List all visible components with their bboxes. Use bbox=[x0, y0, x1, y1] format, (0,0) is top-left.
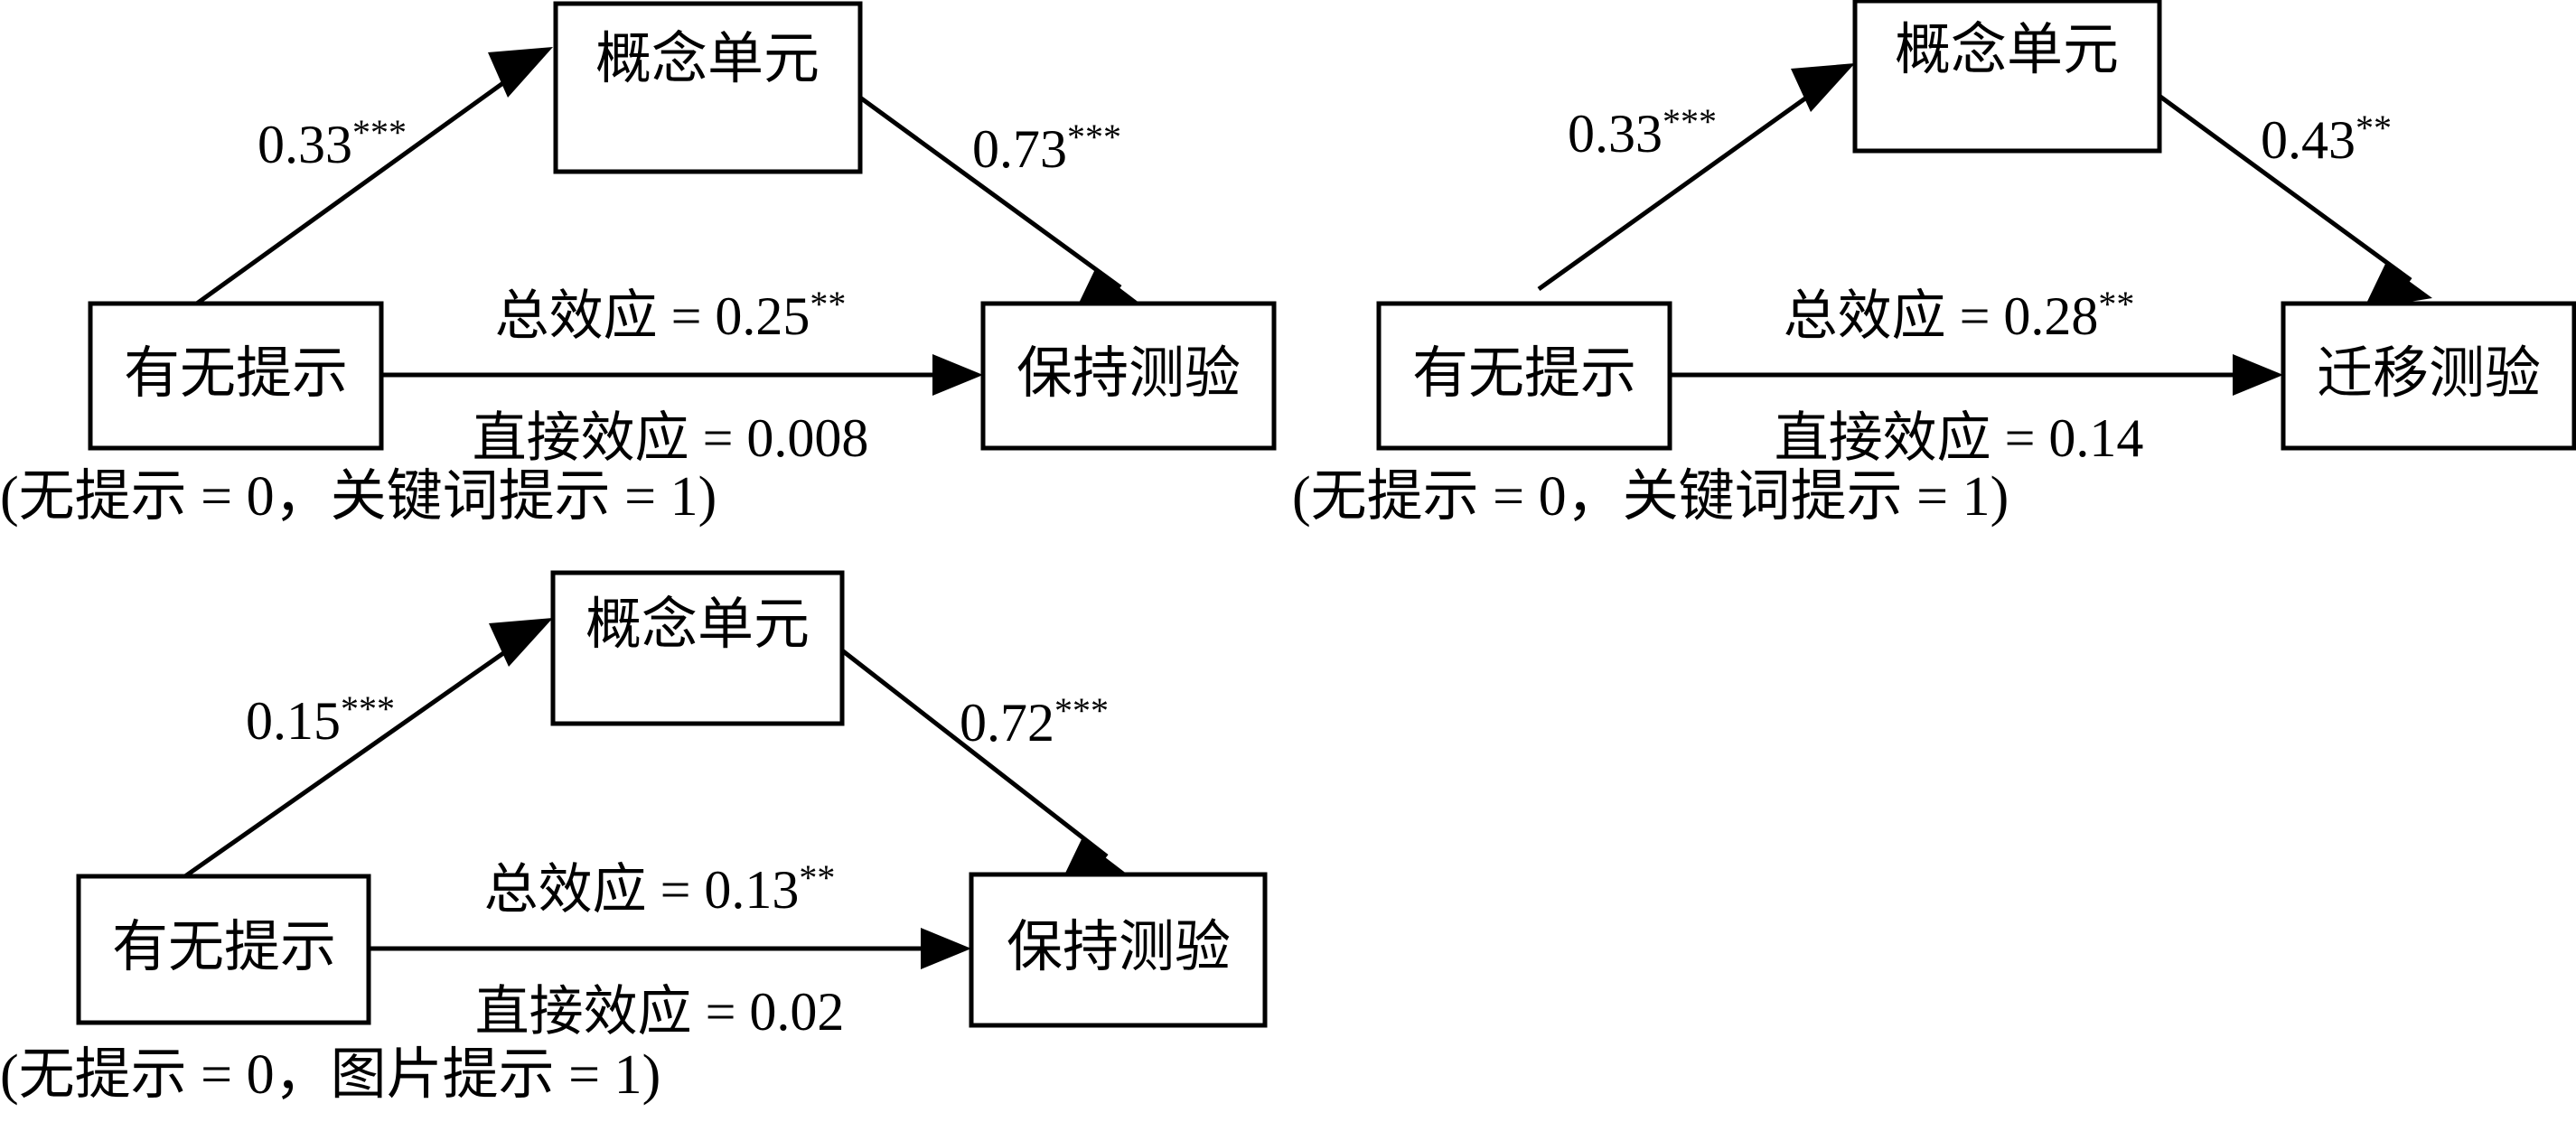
panel-1-a-coefficient: 0.33*** bbox=[258, 112, 407, 174]
panel-1: 有无提示 概念单元 保持测验 0.33*** 0.73*** 总效应 = 0.2… bbox=[0, 1, 1277, 528]
panel-3-a-path-line bbox=[181, 630, 535, 881]
panel-1-a-path-line bbox=[192, 59, 535, 308]
panel-2-direct-path-arrowhead bbox=[2233, 354, 2283, 396]
panel-2-outcome-box bbox=[2281, 301, 2576, 451]
panel-3-a-coefficient: 0.15*** bbox=[246, 688, 395, 751]
panel-3-mediator-box bbox=[550, 570, 845, 726]
panel-3-b-path bbox=[840, 649, 1128, 884]
panel-3-predictor-label: 有无提示 bbox=[112, 917, 336, 978]
panel-1-mediator-node: 概念单元 bbox=[553, 1, 863, 174]
panel-2-total-effect-label: 总效应 = 0.28** bbox=[1784, 284, 2135, 346]
panel-3-b-coefficient: 0.72*** bbox=[960, 690, 1109, 753]
panel-2-direct-path bbox=[1670, 354, 2283, 396]
panel-1-a-path-arrowhead bbox=[488, 47, 553, 98]
panel-3-predictor-node: 有无提示 bbox=[76, 874, 371, 1025]
panel-3-outcome-box bbox=[969, 872, 1268, 1028]
panel-1-caption: (无提示 = 0，关键词提示 = 1) bbox=[0, 466, 717, 528]
panel-3-direct-path-arrowhead bbox=[921, 928, 971, 969]
panel-1-predictor-box bbox=[88, 301, 384, 451]
panel-1-direct-path-arrowhead bbox=[932, 354, 983, 396]
panel-1-direct-path bbox=[381, 354, 983, 396]
panel-1-b-path-line bbox=[858, 95, 1122, 290]
panel-3-outcome-label: 保持测验 bbox=[1007, 917, 1231, 978]
panel-1-predictor-node: 有无提示 bbox=[88, 301, 384, 451]
panel-2-predictor-box bbox=[1376, 301, 1672, 451]
panel-3-direct-effect-label: 直接效应 = 0.02 bbox=[475, 982, 845, 1042]
panel-2-a-path bbox=[1537, 63, 1855, 292]
panel-3-a-path bbox=[181, 618, 553, 881]
panel-1-outcome-box bbox=[980, 301, 1277, 451]
panel-3: 有无提示 概念单元 保持测验 0.15*** 0.72*** 总效应 = 0.1… bbox=[0, 570, 1268, 1106]
panel-1-total-effect-label: 总效应 = 0.25** bbox=[495, 284, 847, 346]
panel-1-b-coefficient: 0.73*** bbox=[972, 117, 1121, 179]
panel-2-a-path-arrowhead bbox=[1791, 63, 1855, 112]
panel-3-predictor-box bbox=[76, 874, 371, 1025]
panel-3-b-path-line bbox=[840, 649, 1109, 858]
panel-2-direct-effect-label: 直接效应 = 0.14 bbox=[1775, 408, 2144, 468]
panel-2-a-coefficient: 0.33*** bbox=[1568, 101, 1717, 164]
panel-2-outcome-label: 迁移测验 bbox=[2317, 343, 2541, 405]
panel-2-predictor-label: 有无提示 bbox=[1412, 343, 1636, 405]
panel-3-mediator-node: 概念单元 bbox=[550, 570, 845, 726]
panel-1-direct-effect-label: 直接效应 = 0.008 bbox=[473, 408, 869, 468]
panel-3-caption: (无提示 = 0，图片提示 = 1) bbox=[0, 1044, 660, 1106]
panel-2-caption: (无提示 = 0，关键词提示 = 1) bbox=[1292, 466, 2009, 528]
panel-2-mediator-node: 概念单元 bbox=[1852, 0, 2162, 154]
panel-3-mediator-label: 概念单元 bbox=[585, 594, 810, 656]
panel-2-mediator-box bbox=[1852, 0, 2162, 154]
panel-1-outcome-node: 保持测验 bbox=[980, 301, 1277, 451]
panel-1-outcome-label: 保持测验 bbox=[1016, 343, 1241, 405]
panel-2-b-path-arrowhead bbox=[2364, 264, 2432, 309]
panel-2-predictor-node: 有无提示 bbox=[1376, 301, 1672, 451]
panel-2-mediator-label: 概念单元 bbox=[1895, 19, 2119, 81]
panel-1-a-path bbox=[192, 47, 553, 308]
panel-3-total-effect-label: 总效应 = 0.13** bbox=[484, 857, 836, 920]
panel-2-b-path-line bbox=[2145, 84, 2412, 283]
panel-3-a-path-arrowhead bbox=[489, 618, 553, 667]
panel-1-mediator-label: 概念单元 bbox=[595, 28, 820, 90]
panel-2-b-coefficient: 0.43** bbox=[2261, 108, 2392, 170]
panel-2-b-path bbox=[2145, 84, 2432, 309]
panel-2-a-path-line bbox=[1537, 75, 1836, 292]
panel-3-direct-path bbox=[369, 928, 971, 969]
panel-3-outcome-node: 保持测验 bbox=[969, 872, 1268, 1028]
panel-2-outcome-node: 迁移测验 bbox=[2281, 301, 2576, 451]
panel-1-predictor-label: 有无提示 bbox=[124, 343, 348, 405]
panel-2: 有无提示 概念单元 迁移测验 0.33*** 0.43** 总效应 = 0.28… bbox=[1292, 0, 2576, 528]
panel-1-mediator-box bbox=[553, 1, 863, 174]
